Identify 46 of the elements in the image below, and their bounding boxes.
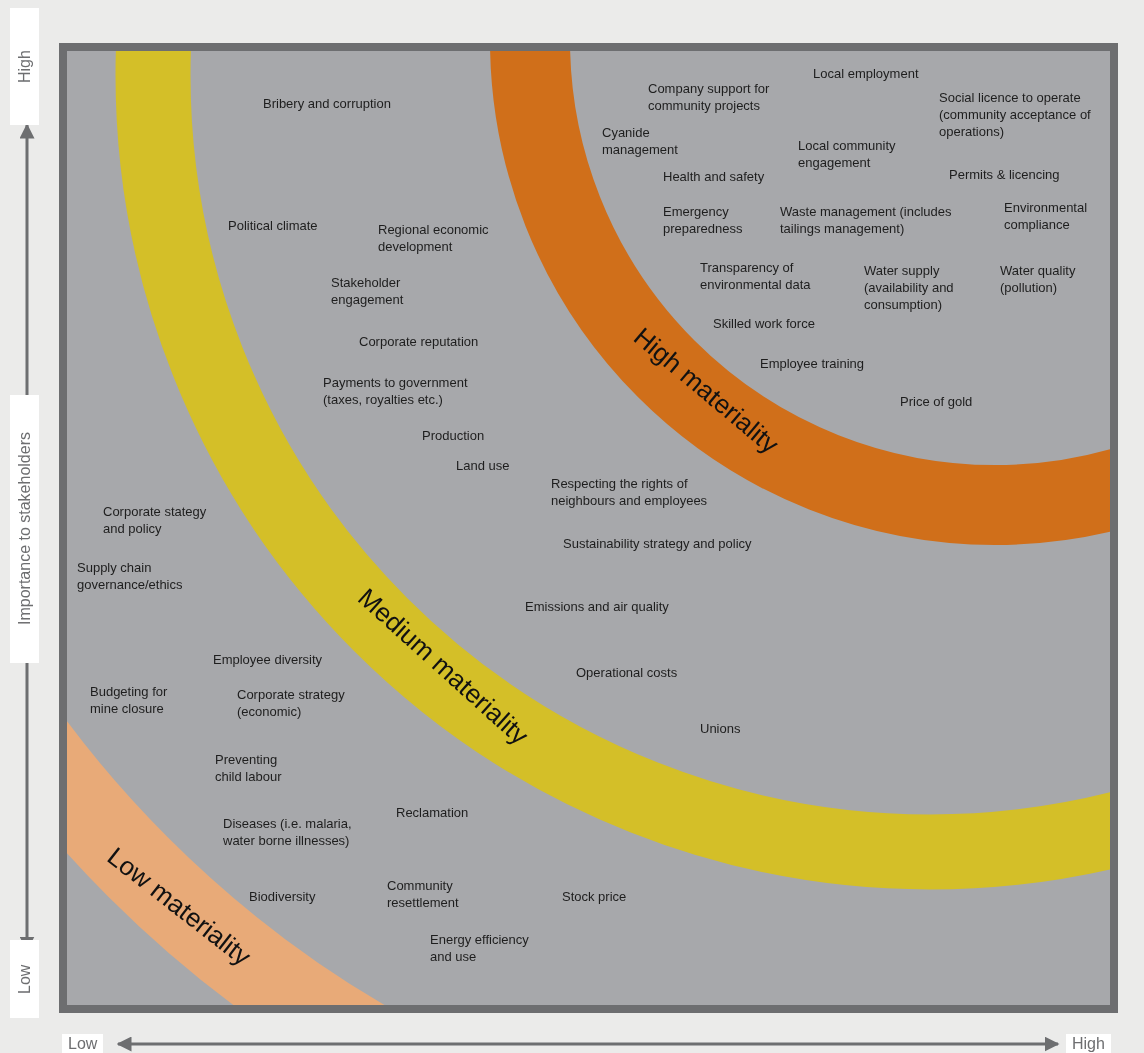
topic-label: Local community engagement <box>798 137 897 171</box>
topic-label: Sustainability strategy and policy <box>563 535 752 552</box>
topic-label: Emergency preparedness <box>663 203 744 237</box>
topic-label: Corporate reputation <box>359 333 479 350</box>
topic-label: Local employment <box>813 65 919 82</box>
topic-label: Environmental compliance <box>1004 199 1089 233</box>
topic-label: Transparency of environmental data <box>700 259 812 293</box>
topic-label: Payments to government (taxes, royalties etc.) <box>323 374 469 408</box>
topic-label: Budgeting for mine closure <box>90 683 169 717</box>
topic-label: Preventing child labour <box>215 751 283 785</box>
topic-label: Stock price <box>562 888 627 905</box>
topic-label: Corporate strategy (economic) <box>237 686 346 720</box>
topic-label: Water quality (pollution) <box>1000 262 1077 296</box>
topic-label: Skilled work force <box>713 315 815 332</box>
topic-label: Water supply (availability and consumption) <box>864 262 955 313</box>
topic-label: Corporate stategy and policy <box>103 503 208 537</box>
axis-label: High <box>10 8 39 125</box>
axis-label: High <box>1066 1034 1111 1053</box>
topic-label: Land use <box>456 457 510 474</box>
topic-label: Social licence to operate (community acceptance of operations) <box>939 89 1092 140</box>
topic-label: Cyanide management <box>602 124 679 158</box>
topic-label: Biodiversity <box>249 889 316 904</box>
topic-label: Operational costs <box>576 664 678 681</box>
axis-label: Low <box>10 940 39 1018</box>
topic-label: Reclamation <box>396 804 469 821</box>
topic-label: Political climate <box>228 217 318 234</box>
topic-label: Community resettlement <box>387 877 460 911</box>
topic-label: Company support for community projects <box>648 80 771 114</box>
topic-label: Production <box>422 427 485 444</box>
topic-label: Permits & licencing <box>949 166 1060 183</box>
topic-label: Emissions and air quality <box>525 598 669 615</box>
topic-label: Employee diversity <box>213 651 323 668</box>
topic-label: Price of gold <box>900 393 973 410</box>
topic-label: Health and safety <box>663 168 765 185</box>
topic-label: Regional economic development <box>378 221 490 255</box>
topic-label: Unions <box>700 720 741 737</box>
axis-label: Low <box>62 1034 104 1053</box>
topic-label: Stakeholder engagement <box>331 274 405 308</box>
topic-label: Supply chain governance/ethics <box>77 559 184 593</box>
topic-label: Diseases (i.e. malaria, water borne illnesses) <box>223 815 353 849</box>
topic-label: Employee training <box>760 355 865 371</box>
axis-label: Importance to stakeholders <box>10 395 39 663</box>
topic-label: Waste management (includes tailings management) <box>780 203 953 237</box>
topic-label: Energy efficiency and use <box>430 931 530 965</box>
topic-label: Respecting the rights of neighbours and employees <box>551 475 709 509</box>
topic-label: Bribery and corruption <box>263 95 391 112</box>
